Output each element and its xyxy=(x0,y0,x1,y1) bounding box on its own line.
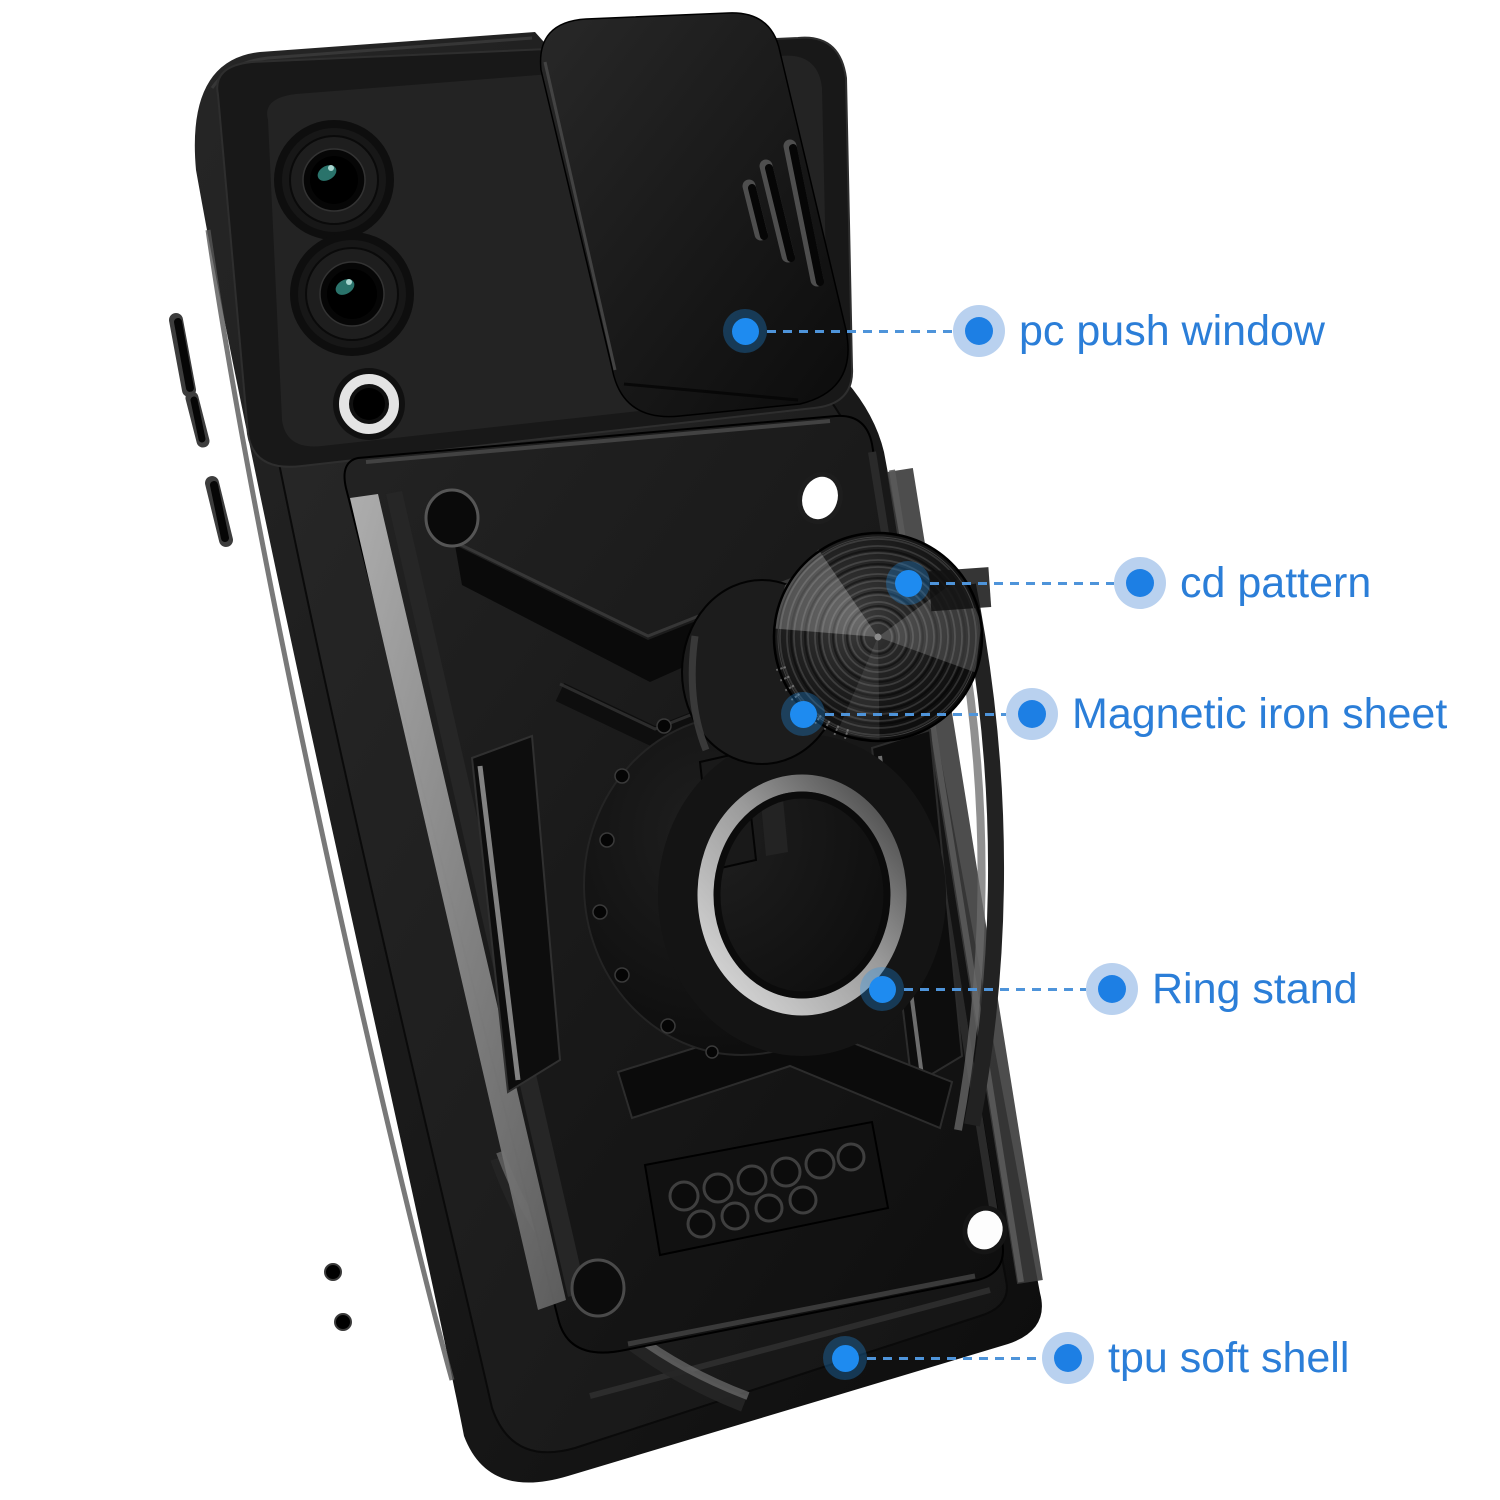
kickstand-ring xyxy=(658,734,946,1056)
label-dot-cd-pattern xyxy=(1114,557,1166,609)
callout-dashed-line xyxy=(825,712,1006,716)
mic-hole-bottom xyxy=(334,1313,352,1331)
callout-label-ring-stand: Ring stand xyxy=(1152,964,1358,1013)
callout-ring-stand: Ring stand xyxy=(860,963,1358,1015)
slide-camera-cover xyxy=(539,12,849,418)
plate-screw-hole-top-left xyxy=(424,488,480,548)
callout-cd-pattern: cd pattern xyxy=(886,557,1371,609)
callout-label-tpu-soft-shell: tpu soft shell xyxy=(1108,1333,1350,1382)
marker-dot-magnetic-iron-sheet xyxy=(781,692,825,736)
camera-lens-2 xyxy=(290,232,414,356)
callout-pc-push-window: pc push window xyxy=(723,305,1325,357)
callout-magnetic-iron-sheet: Magnetic iron sheet xyxy=(781,688,1447,740)
label-dot-ring-stand xyxy=(1086,963,1138,1015)
plate-hole-top-right xyxy=(797,471,843,525)
side-buttons xyxy=(169,313,233,547)
callout-dashed-line xyxy=(767,329,953,333)
label-dot-tpu-soft-shell xyxy=(1042,1332,1094,1384)
plate-screw-hole-bottom-left xyxy=(570,1258,626,1318)
marker-dot-ring-stand xyxy=(860,967,904,1011)
marker-dot-cd-pattern xyxy=(886,561,930,605)
cover-grip-slits xyxy=(742,139,824,287)
callout-label-cd-pattern: cd pattern xyxy=(1180,558,1372,607)
flash-ring xyxy=(333,368,405,440)
plate-left-bevel xyxy=(350,494,566,1310)
callout-dashed-line xyxy=(930,581,1114,585)
mount-rivets xyxy=(592,713,731,1059)
camera-lens-1 xyxy=(274,120,394,240)
label-dot-pc-push-window xyxy=(953,305,1005,357)
callout-dashed-line xyxy=(867,1356,1042,1360)
callout-dashed-line xyxy=(904,987,1086,991)
marker-dot-tpu-soft-shell xyxy=(823,1336,867,1380)
label-dot-magnetic-iron-sheet xyxy=(1006,688,1058,740)
marker-dot-pc-push-window xyxy=(723,309,767,353)
callout-tpu-soft-shell: tpu soft shell xyxy=(823,1332,1349,1384)
mic-hole-top xyxy=(324,1263,342,1281)
honeycomb-texture xyxy=(643,1120,890,1257)
plate-hole-bottom-right xyxy=(962,1205,1008,1255)
callout-label-pc-push-window: pc push window xyxy=(1019,306,1325,355)
callout-label-magnetic-iron-sheet: Magnetic iron sheet xyxy=(1072,689,1448,738)
